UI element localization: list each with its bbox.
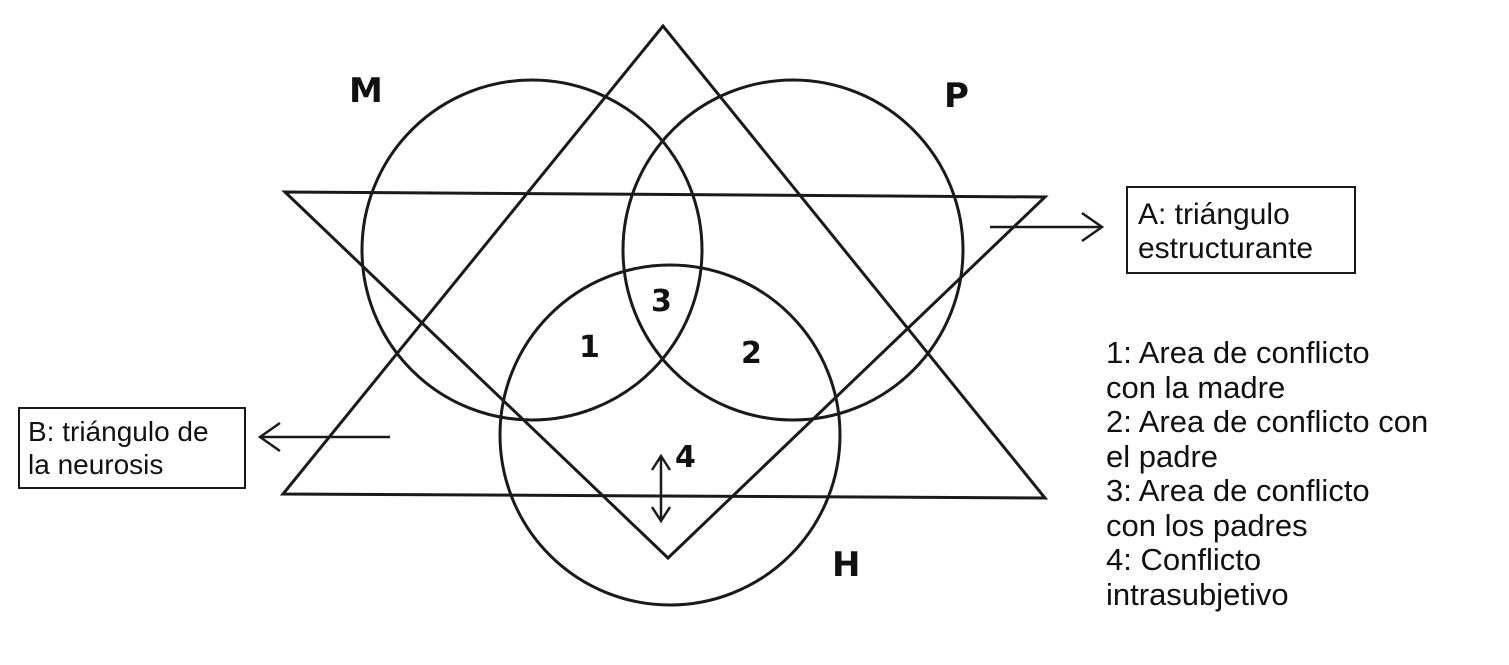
double-arrow-head-up xyxy=(650,453,672,471)
legend: 1: Area de conflicto con la madre 2: Are… xyxy=(1106,335,1501,612)
box-a-line-2: estructurante xyxy=(1138,232,1314,265)
legend-item-2: 2: Area de conflicto con el padre xyxy=(1106,404,1501,474)
label-p: P xyxy=(944,76,969,116)
region-4-label: 4 xyxy=(675,440,696,475)
circle-m xyxy=(360,78,704,422)
region-1-label: 1 xyxy=(579,330,600,365)
box-b-line-2: la neurosis xyxy=(28,449,164,480)
legend-item-4-line-1: 4: Conflicto xyxy=(1106,542,1262,577)
region-3-label: 3 xyxy=(651,284,672,319)
label-h: H xyxy=(832,545,860,585)
arrow-to-box-a-head xyxy=(1081,211,1105,243)
circle-h xyxy=(498,263,842,607)
double-arrow-head-down xyxy=(650,506,672,524)
legend-item-3-line-1: 3: Area de conflicto xyxy=(1106,473,1370,508)
label-m: M xyxy=(349,71,383,111)
legend-item-4: 4: Conflicto intrasubjetivo xyxy=(1106,542,1501,612)
legend-item-3: 3: Area de conflicto con los padres xyxy=(1106,473,1501,543)
legend-item-1-line-2: con la madre xyxy=(1106,369,1286,405)
region-2-label: 2 xyxy=(741,336,762,371)
triangle-a-structuring xyxy=(279,23,1049,500)
legend-item-4-line-2: intrasubjetivo xyxy=(1106,576,1289,612)
box-b-neurosis-triangle: B: triángulo de la neurosis xyxy=(18,407,246,489)
triangle-b-neurosis xyxy=(281,190,1049,561)
circle-p xyxy=(621,78,965,422)
legend-item-1: 1: Area de conflicto con la madre xyxy=(1106,335,1501,405)
legend-item-1-line-1: 1: Area de conflicto xyxy=(1106,335,1370,370)
legend-item-2-line-1: 2: Area de conflicto con xyxy=(1106,404,1429,439)
box-b-line-1: B: triángulo de xyxy=(28,416,209,447)
legend-item-3-line-2: con los padres xyxy=(1106,507,1308,543)
box-a-structuring-triangle: A: triángulo estructurante xyxy=(1126,186,1356,274)
arrow-to-box-b-head xyxy=(257,421,281,453)
box-a-line-1: A: triángulo xyxy=(1138,198,1290,231)
legend-item-2-line-2: el padre xyxy=(1106,438,1219,474)
